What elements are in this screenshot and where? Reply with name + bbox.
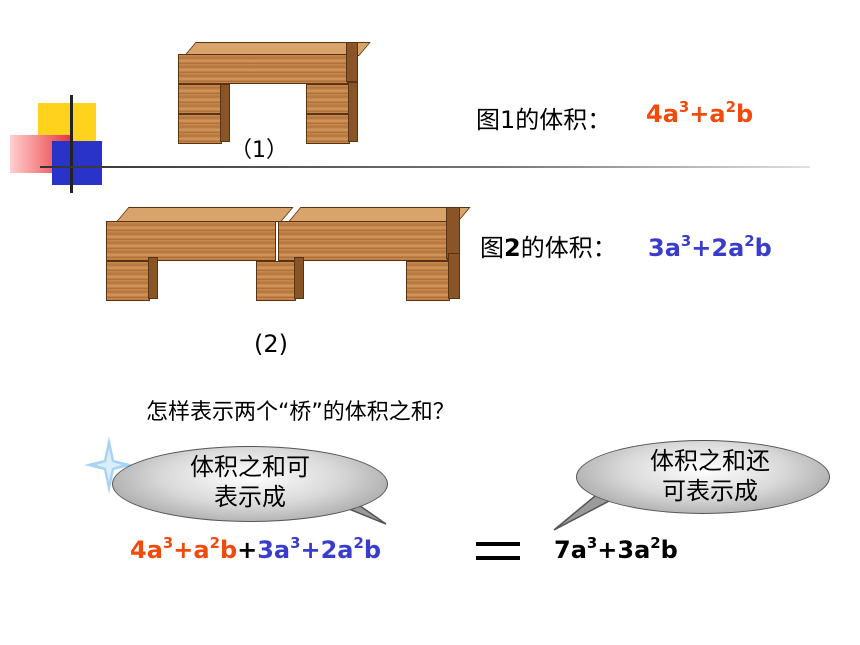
expr-exponent: 2: [725, 98, 736, 117]
right-block-lower: [306, 114, 350, 144]
figure-2-label: (2): [254, 330, 288, 358]
question-text: 怎样表示两个“桥”的体积之和？: [146, 400, 455, 425]
expr-term: +a: [173, 536, 210, 564]
support-middle: [256, 261, 296, 301]
expr-exponent: 2: [209, 534, 220, 553]
expr-term: b: [363, 536, 382, 564]
bubble-left-text: 体积之和可 表示成: [170, 452, 330, 512]
expr-exponent: 3: [680, 232, 692, 251]
beam-top-face-left: [116, 207, 294, 222]
support-left-side: [148, 257, 158, 299]
figure-2-volume-label-tail: 的体积：: [520, 234, 617, 262]
support-middle-side: [294, 257, 304, 299]
equals-bar-top: [476, 542, 520, 546]
bubble-right-text: 体积之和还 可表示成: [630, 446, 790, 506]
expr-term: 4a: [130, 536, 163, 564]
bubble-right-line-1: 体积之和还: [650, 447, 770, 475]
figure-2-volume: 图2的体积：: [480, 228, 617, 263]
expr-term: +2a: [300, 536, 354, 564]
result-expression: 7a3+3a2b: [554, 536, 678, 564]
figure-2-number: 2: [504, 234, 521, 262]
expr-term: b: [219, 536, 238, 564]
expr-exponent: 3: [290, 534, 301, 553]
figure-1-volume-label: 图1的体积：: [476, 106, 612, 134]
right-block-side: [348, 82, 358, 142]
expr-exponent: 3: [162, 534, 174, 553]
figure-2-volume-expression: 3a3+2a2b: [648, 234, 772, 262]
support-right-side: [448, 253, 460, 299]
beam-side: [446, 207, 460, 259]
sparkle-icon: [84, 436, 134, 494]
bubble-left-line-1: 体积之和可: [190, 453, 310, 481]
figure-1-volume: 图1的体积：: [476, 100, 611, 135]
vertical-line: [70, 95, 73, 193]
speech-bubble-right: [576, 440, 830, 514]
expr-term: 3a: [257, 536, 291, 564]
sum-part-1: 4a3+a2b: [130, 536, 237, 564]
sum-expression: 4a3+a2b+3a3+2a2b: [130, 536, 381, 564]
bubble-right-line-2: 可表示成: [662, 477, 758, 505]
expr-exponent: 3: [678, 98, 690, 117]
expr-term: 7a: [554, 536, 587, 564]
top-beam: [178, 54, 348, 84]
beam-side: [346, 42, 358, 82]
top-beam-right: [278, 221, 448, 261]
equals-sign: [476, 538, 520, 564]
expr-term: b: [660, 536, 678, 564]
expr-exponent: 2: [744, 232, 755, 251]
horizontal-rule: [40, 166, 810, 168]
expr-term: b: [735, 100, 754, 128]
left-block-side: [220, 84, 230, 142]
speech-bubble-left: [112, 446, 388, 522]
expr-term: +3a: [597, 536, 651, 564]
blue-square: [52, 141, 102, 185]
left-block-lower: [178, 114, 222, 144]
equals-bar-bottom: [476, 556, 520, 560]
beam-top-face-right: [288, 207, 471, 222]
bridge-figure-2: [106, 205, 471, 303]
support-left: [106, 261, 150, 301]
figure-1-label: （1）: [230, 138, 288, 163]
bridge-figure-1: [178, 40, 371, 145]
bubble-left-line-2: 表示成: [214, 483, 286, 511]
expr-term: 3a: [648, 234, 681, 262]
corner-decoration: [0, 95, 120, 195]
expr-term: +2a: [691, 234, 745, 262]
top-beam-left: [106, 221, 276, 261]
expr-term: b: [754, 234, 772, 262]
expr-exponent: 3: [586, 534, 598, 553]
expr-exponent: 2: [353, 534, 364, 553]
sum-plus-sign: +: [237, 536, 258, 564]
support-right: [406, 261, 450, 301]
expr-exponent: 2: [650, 534, 661, 553]
right-block-upper: [306, 84, 350, 114]
sum-part-2: 3a3+2a2b: [257, 536, 381, 564]
figure-2-volume-label: 图: [480, 234, 504, 262]
left-block-upper: [178, 84, 222, 114]
figure-1-volume-expression: 4a3+a2b: [646, 100, 753, 128]
expr-term: +a: [689, 100, 726, 128]
expr-term: 4a: [646, 100, 679, 128]
